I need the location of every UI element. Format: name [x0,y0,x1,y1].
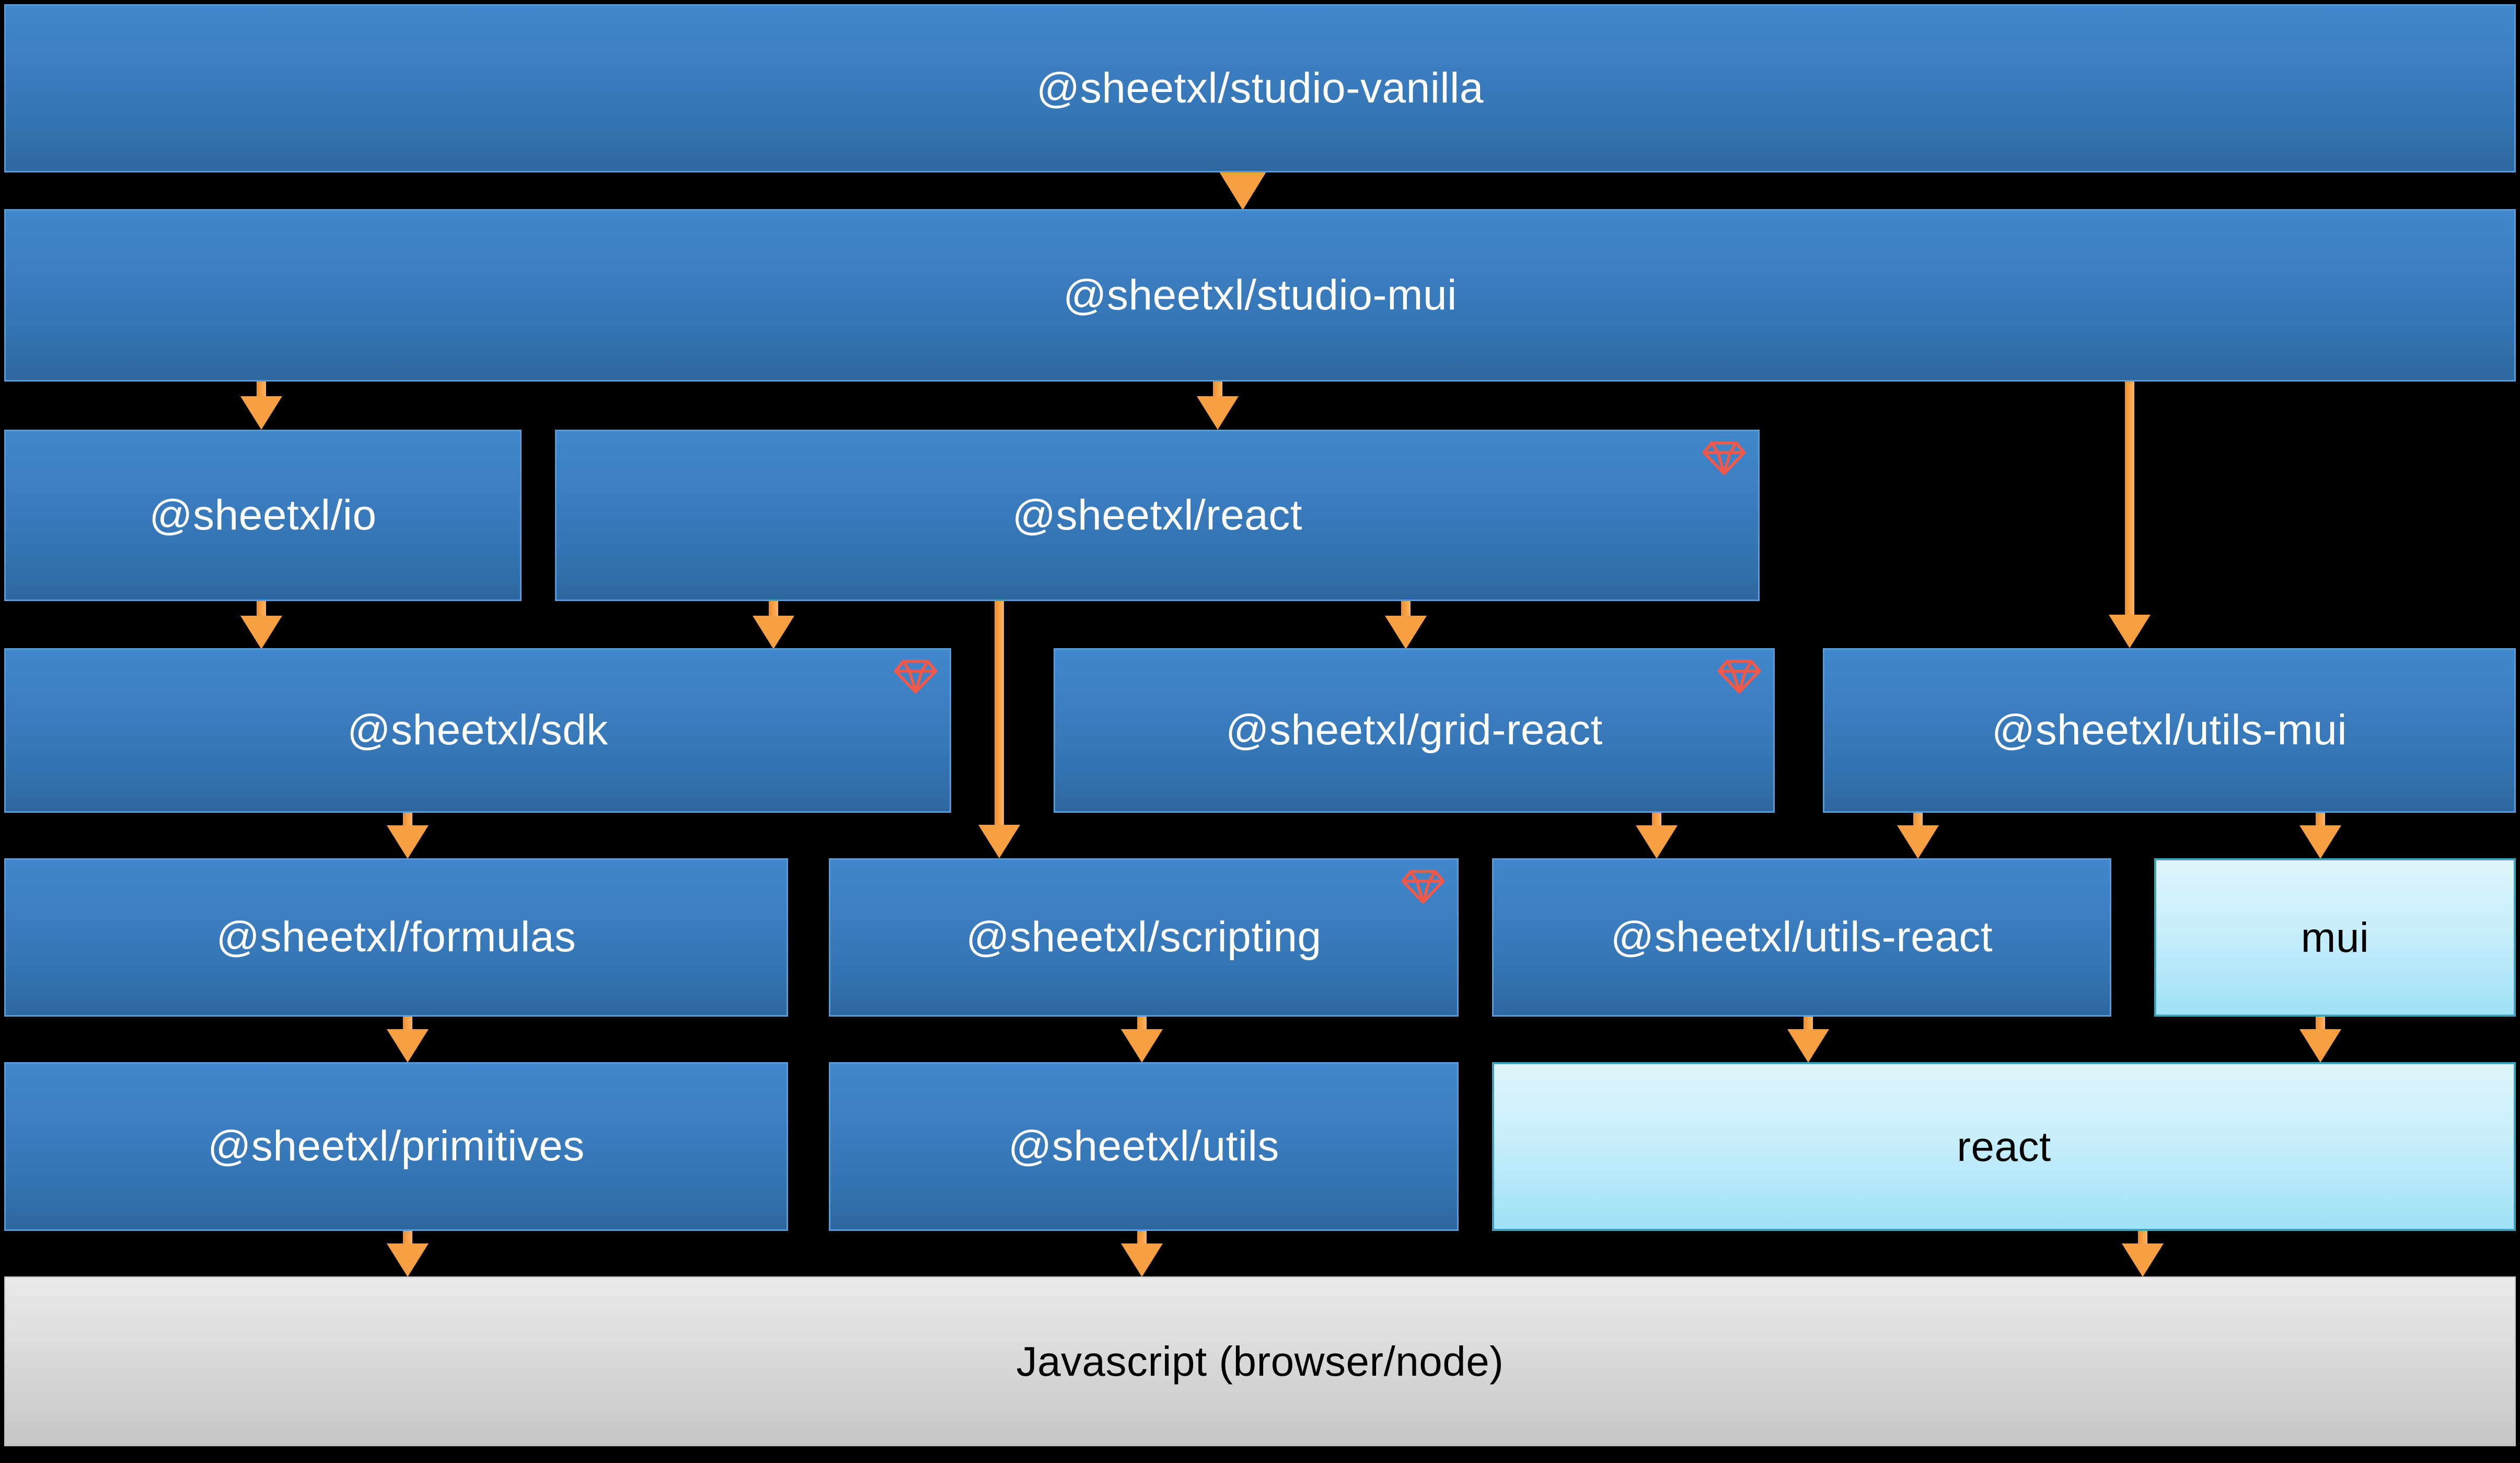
edge-studio-mui-to-io [240,382,282,430]
node-studio-mui[interactable]: @sheetxl/studio-mui [4,209,2516,382]
node-label: @sheetxl/formulas [216,913,576,961]
edge-studio-vanilla-to-studio-mui [1218,169,1268,210]
node-label: react [1957,1123,2051,1170]
edge-utils-mui-to-mui [2299,813,2341,859]
node-label: @sheetxl/io [149,491,377,539]
edge-utils-mui-to-utils-react [1897,813,1939,859]
node-label: @sheetxl/utils-mui [1991,706,2348,754]
diamond-icon [894,660,938,694]
node-label: mui [2301,914,2369,961]
edge-react-to-sdk [753,601,794,649]
node-label: @sheetxl/utils-react [1610,913,1993,961]
node-label: Javascript (browser/node) [1016,1338,1504,1385]
edge-scripting-to-utils [1121,1017,1163,1063]
node-label: @sheetxl/studio-vanilla [1036,64,1484,112]
edge-react-to-scripting [978,601,1020,858]
edge-utils-react-to-react [1787,1017,1829,1063]
edge-io-to-sdk [240,601,282,649]
edge-react-to-grid-react [1385,601,1427,649]
edge-studio-mui-to-react [1197,382,1239,430]
edge-primitives-to-javascript [387,1231,429,1277]
node-utils-react[interactable]: @sheetxl/utils-react [1492,858,2111,1017]
edge-sdk-to-formulas [387,813,429,859]
node-mui[interactable]: mui [2154,858,2516,1017]
node-scripting[interactable]: @sheetxl/scripting [829,858,1459,1017]
node-utils-mui[interactable]: @sheetxl/utils-mui [1823,648,2516,813]
diamond-icon [1717,660,1761,694]
edge-utils-to-javascript [1121,1231,1163,1277]
node-io[interactable]: @sheetxl/io [4,430,522,601]
node-sdk[interactable]: @sheetxl/sdk [4,648,951,813]
node-label: @sheetxl/scripting [966,913,1322,961]
node-label: @sheetxl/react [1012,491,1303,539]
node-react[interactable]: @sheetxl/react [555,430,1760,601]
node-grid-react[interactable]: @sheetxl/grid-react [1054,648,1775,813]
edge-formulas-to-primitives [387,1017,429,1063]
node-label: @sheetxl/primitives [207,1122,585,1170]
edge-grid-react-to-utils-react [1636,813,1678,859]
node-label: @sheetxl/sdk [347,706,608,754]
node-label: @sheetxl/grid-react [1226,706,1603,754]
node-utils[interactable]: @sheetxl/utils [829,1062,1459,1231]
edge-studio-mui-to-utils-mui [2109,382,2151,648]
node-javascript-runtime[interactable]: Javascript (browser/node) [4,1276,2516,1446]
node-label: @sheetxl/utils [1008,1122,1279,1170]
node-formulas[interactable]: @sheetxl/formulas [4,858,788,1017]
edge-react-to-javascript [2122,1231,2164,1277]
edge-mui-to-react [2299,1017,2341,1063]
node-react-external[interactable]: react [1492,1062,2516,1231]
diamond-icon [1702,441,1746,475]
node-studio-vanilla[interactable]: @sheetxl/studio-vanilla [4,4,2516,172]
diamond-icon [1401,870,1445,904]
node-label: @sheetxl/studio-mui [1063,271,1457,319]
node-primitives[interactable]: @sheetxl/primitives [4,1062,788,1231]
